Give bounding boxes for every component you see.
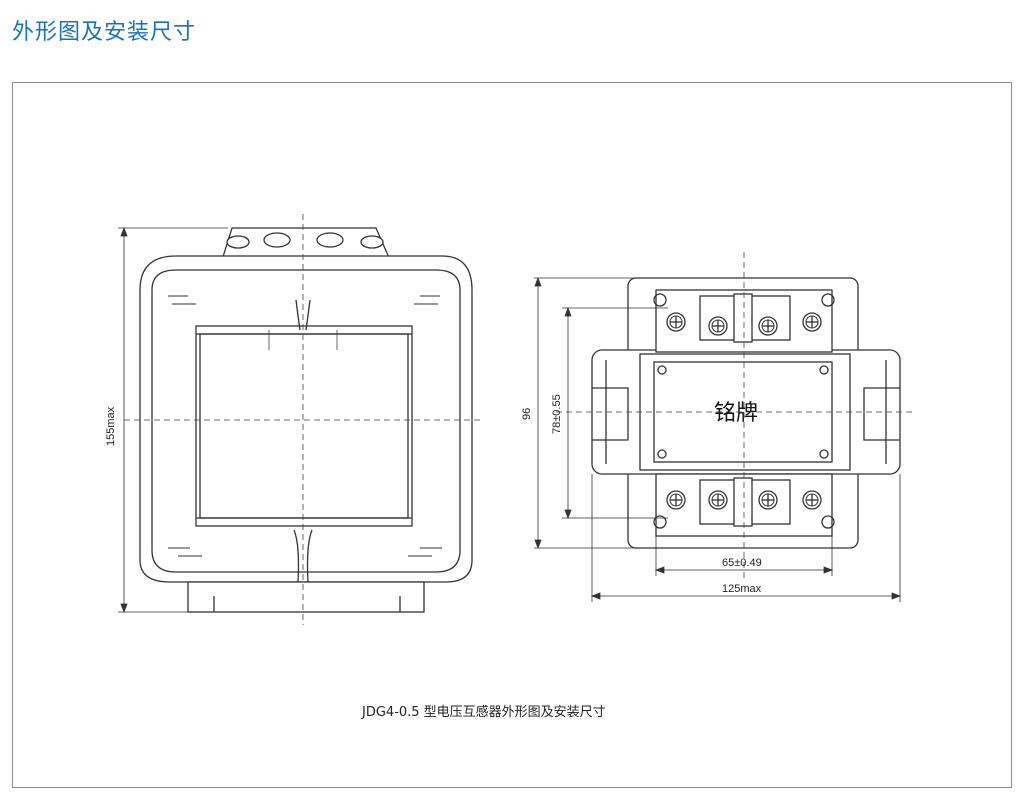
side-bottom-screw-2 — [708, 490, 728, 510]
dimension-96 — [534, 276, 640, 550]
dimension-65-label: 65±0.49 — [722, 557, 762, 569]
side-top-screw-4 — [802, 312, 822, 332]
side-bottom-screw-4 — [802, 490, 822, 510]
winding-marks — [168, 295, 442, 557]
dimension-78 — [562, 306, 668, 520]
front-center-lines — [124, 214, 482, 625]
side-bottom-screw-1 — [666, 490, 686, 510]
nameplate-label: 铭牌 — [714, 401, 758, 426]
core-window — [195, 325, 413, 527]
dimension-96-label: 96 — [521, 408, 533, 420]
dimension-155max-label: 155max — [105, 406, 117, 446]
side-top-screw-3 — [758, 316, 778, 336]
drawing-frame — [12, 82, 1012, 788]
side-top-terminals — [653, 289, 835, 353]
side-center-lines — [556, 252, 912, 580]
side-top-screw-1 — [666, 312, 686, 332]
nameplate-plate — [653, 361, 833, 463]
page-title: 外形图及安装尺寸 — [12, 20, 197, 45]
side-view — [591, 277, 901, 549]
dimension-78-label: 78±0.55 — [551, 394, 563, 434]
dimension-125max — [590, 474, 902, 602]
drawing-caption: JDG4-0.5 型电压互感器外形图及安装尺寸 — [361, 704, 606, 720]
front-view: a b — [139, 227, 473, 613]
dimension-125max-label: 125max — [722, 583, 762, 595]
side-top-screw-2 — [708, 316, 728, 336]
mounting-base — [187, 581, 425, 613]
dimension-155max — [118, 226, 228, 614]
side-bottom-screw-3 — [758, 490, 778, 510]
dimension-65 — [654, 530, 834, 576]
